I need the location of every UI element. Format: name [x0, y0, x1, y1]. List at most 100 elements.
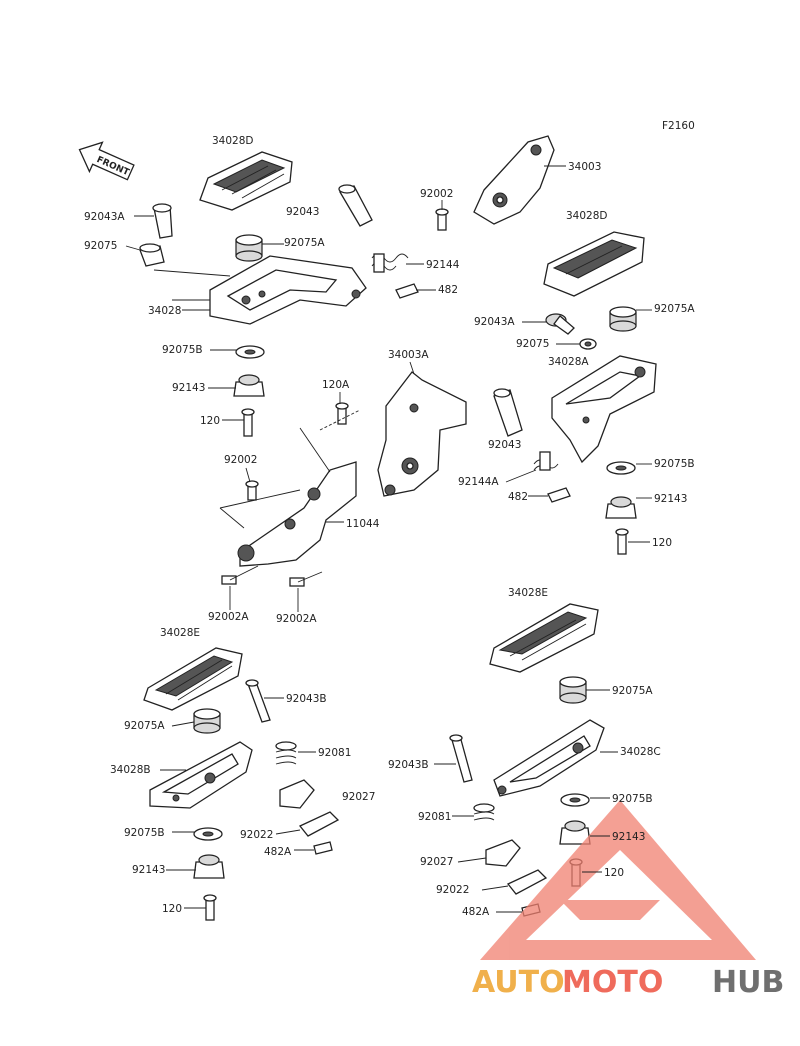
callout-92075b-upper-left: 92075B: [162, 344, 236, 356]
plate-92027-left: [279, 779, 315, 809]
svg-text:120: 120: [162, 903, 182, 915]
svg-text:120: 120: [652, 537, 672, 549]
spring-92081-left: [275, 741, 297, 765]
spring-92144: [371, 253, 409, 273]
bolt-92002-center: [245, 480, 259, 501]
callout-92043b-left: 92043B: [264, 693, 327, 705]
svg-text:34028D: 34028D: [212, 135, 254, 147]
bolt-120a: [335, 402, 349, 425]
svg-text:92022: 92022: [436, 884, 469, 896]
footpeg-rubber-34028e-right: [489, 603, 599, 673]
lever-92022-left: [298, 811, 340, 837]
watermark-moto: MOTO: [562, 965, 663, 1000]
callout-92075-upper-left: 92075: [84, 240, 141, 252]
svg-text:92043B: 92043B: [286, 693, 327, 705]
svg-text:34028B: 34028B: [110, 764, 151, 776]
svg-text:34003A: 34003A: [388, 349, 429, 361]
callout-482-upper: 482: [416, 284, 458, 296]
svg-text:92075A: 92075A: [284, 237, 325, 249]
svg-text:92002A: 92002A: [276, 613, 317, 625]
svg-text:34028E: 34028E: [508, 587, 548, 599]
pin-92043b-right: [449, 734, 473, 783]
callout-120-lower-right: 120: [582, 867, 624, 879]
washer-92075b-left: [235, 345, 265, 359]
figure-code: F2160: [662, 120, 695, 132]
footpeg-bracket-34028a: [551, 355, 657, 464]
svg-text:482: 482: [508, 491, 528, 503]
callout-34028d-right: 34028D: [566, 210, 608, 222]
footpeg-bracket-34028b: [149, 741, 253, 809]
damper-92143-lower-left: [193, 854, 225, 879]
svg-text:482: 482: [438, 284, 458, 296]
svg-text:120: 120: [200, 415, 220, 427]
svg-text:11044: 11044: [346, 518, 380, 530]
svg-text:92143: 92143: [132, 864, 165, 876]
pin-92043-right: [493, 388, 523, 437]
callout-34003: 34003: [544, 161, 601, 173]
svg-text:92143: 92143: [612, 831, 645, 843]
callout-482a-right: 482A: [462, 906, 522, 918]
callout-92075b-right: 92075B: [636, 458, 695, 470]
callout-92143-lower-right: 92143: [590, 831, 645, 843]
callout-92075b-lower-right: 92075B: [590, 793, 653, 805]
callout-11044: 11044: [326, 518, 380, 530]
pin-92043a-left: [152, 203, 173, 239]
callout-92022-right: 92022: [436, 884, 509, 896]
callout-92143-right: 92143: [636, 493, 687, 505]
bolt-120-lower-left: [203, 894, 217, 921]
callout-92075a-right: 92075A: [636, 303, 695, 315]
pin-92043b-left: [245, 679, 271, 723]
watermark-hub: HUB: [712, 965, 784, 1000]
svg-text:92144: 92144: [426, 259, 460, 271]
watermark-logo: [480, 800, 756, 960]
watermark-triangle-icon: [480, 800, 756, 960]
callout-92143-lower-left: 92143: [132, 864, 196, 876]
damper-92075a-left: [235, 234, 263, 262]
plate-92027-right: [485, 839, 521, 867]
damper-92143-lower-right: [559, 820, 591, 845]
callout-92075b-lower-left: 92075B: [124, 827, 194, 839]
holder-34003: [473, 135, 555, 225]
damper-92075a-lower-right: [559, 676, 587, 704]
callout-34028e-right: 34028E: [508, 587, 548, 599]
callout-120-lower-left: 120: [162, 903, 206, 915]
svg-text:92002: 92002: [420, 188, 453, 200]
svg-text:92075B: 92075B: [124, 827, 165, 839]
svg-text:34028: 34028: [148, 305, 181, 317]
callout-34003a: 34003A: [388, 349, 429, 375]
callout-92022-left: 92022: [240, 829, 301, 841]
bushing-92075-right: [579, 338, 597, 350]
svg-text:92043B: 92043B: [388, 759, 429, 771]
pin-482: [395, 283, 419, 299]
svg-text:92075: 92075: [516, 338, 549, 350]
bolt-120-left: [241, 408, 255, 437]
washer-92075b-lower-right: [560, 793, 590, 807]
callout-482a-left: 482A: [264, 846, 314, 858]
footpeg-bracket-34028: [209, 255, 367, 325]
holder-34003a: [377, 371, 467, 497]
footpeg-rubber-34028d-right: [543, 231, 645, 297]
svg-text:34028C: 34028C: [620, 746, 661, 758]
callout-120a: 120A: [322, 379, 350, 404]
callout-120-right: 120: [628, 537, 672, 549]
damper-92075a-lower-left: [193, 708, 221, 734]
footpeg-rubber-34028e-left: [143, 647, 243, 711]
svg-text:92043A: 92043A: [84, 211, 125, 223]
svg-text:34028D: 34028D: [566, 210, 608, 222]
spring-92144a: [533, 451, 559, 471]
callout-92027-left: 92027: [342, 791, 375, 803]
callout-92075a-lower-right: 92075A: [586, 685, 653, 697]
bolt-92002a-right: [289, 577, 305, 587]
svg-text:92075A: 92075A: [612, 685, 653, 697]
pin-482-right: [547, 487, 571, 503]
pin-92043-left: [338, 184, 373, 227]
svg-text:34028E: 34028E: [160, 627, 200, 639]
pin-482a-left: [313, 841, 333, 855]
callout-34028: 34028: [148, 305, 210, 317]
svg-text:92075A: 92075A: [124, 720, 165, 732]
footpeg-bracket-34028c: [493, 719, 605, 797]
callout-92144a: 92144A: [458, 469, 537, 488]
svg-text:92043: 92043: [488, 439, 521, 451]
svg-text:92081: 92081: [318, 747, 351, 759]
callout-92002a-left: 92002A: [208, 586, 249, 623]
